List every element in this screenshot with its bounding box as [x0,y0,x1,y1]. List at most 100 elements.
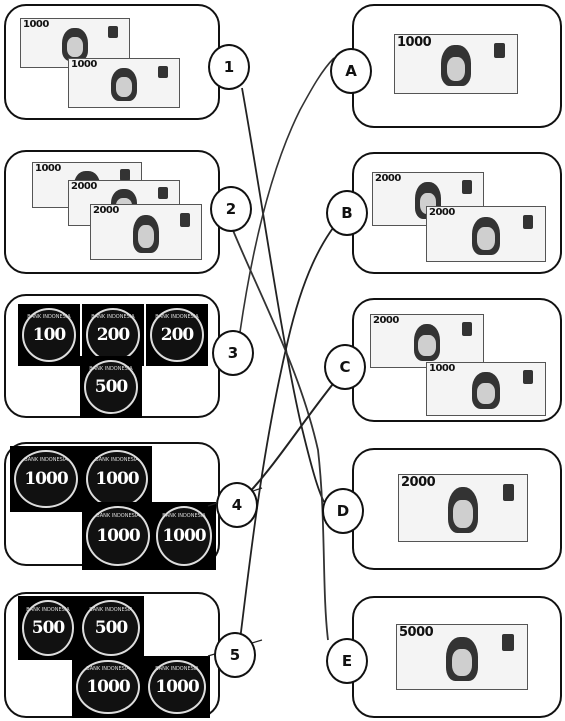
portrait-icon [441,45,470,86]
banknote: 2000 [398,474,528,542]
emblem-icon [494,43,505,58]
connection-line-4-c [246,368,346,496]
coin-text: BANK INDONESIA [152,314,203,320]
letter-badge-b[interactable]: B [326,190,368,236]
coin: BANK INDONESIA500 [18,596,78,660]
coin-value: 1000 [86,677,129,697]
coin: BANK INDONESIA 100 [18,304,80,366]
banknote-value: 1000 [23,19,49,30]
coin: BANK INDONESIA 1000 [144,656,210,718]
coin-text: BANK INDONESIA [158,513,210,519]
coin-value: 200 [97,325,130,345]
banknote-value: 2000 [71,181,97,192]
number-badge-1[interactable]: 1 [208,44,250,90]
portrait-icon [133,215,159,253]
coin-value: 1000 [95,469,138,489]
emblem-icon [120,169,130,180]
banknote-value: 2000 [401,475,435,490]
banknote-value: 1000 [35,163,61,174]
coin: BANK INDONESIA500 [78,596,144,660]
letter-label: D [337,502,349,520]
letter-label: B [341,204,352,222]
letter-badge-d[interactable]: D [322,488,364,534]
portrait-icon [472,372,500,408]
coin-text: BANK INDONESIA [16,457,75,463]
coin: BANK INDONESIA 1000 [152,502,216,570]
coin: BANK INDONESIA 1000 [72,656,144,718]
number-badge-5[interactable]: 5 [214,632,256,678]
connection-line-2-e [232,228,328,640]
coin-value: 200 [161,325,194,345]
coin-text: BANK INDONESIA [86,366,137,372]
letter-label: A [345,62,357,80]
right-card-c: 2000 1000 [352,298,562,422]
connection-line-5-b [240,212,346,640]
letter-label: E [342,652,352,670]
number-badge-3[interactable]: 3 [212,330,254,376]
coin: BANK INDONESIA 200 [146,304,208,366]
portrait-icon [62,28,88,62]
letter-label: C [339,358,350,376]
emblem-icon [462,322,472,336]
coin-text: BANK INDONESIA [24,607,73,613]
banknote: 1000 [68,58,180,108]
coin-text: BANK INDONESIA [24,314,75,320]
coin-text: BANK INDONESIA [84,607,138,613]
number-label: 1 [224,58,234,76]
emblem-icon [158,187,168,198]
right-card-a: 1000 [352,4,562,128]
emblem-icon [523,215,534,229]
banknote-value: 1000 [71,59,97,70]
left-card-3: BANK INDONESIA 100 BANK INDONESIA 200 BANK… [4,294,220,418]
coin-text: BANK INDONESIA [88,513,147,519]
connection-line-1-d [242,88,324,502]
number-label: 4 [232,496,242,514]
letter-badge-a[interactable]: A [330,48,372,94]
banknote: 1000 [394,34,518,94]
left-card-1: 1000 1000 [4,4,220,120]
emblem-icon [502,634,514,651]
banknote: 2000 [90,204,202,260]
coin-text: BANK INDONESIA [88,457,146,463]
right-card-b: 2000 2000 [352,152,562,274]
banknote: 2000 [370,314,484,368]
coin-value: 1000 [162,526,205,546]
right-card-d: 2000 [352,448,562,570]
coin-value: 100 [33,325,66,345]
right-card-e: 5000 [352,596,562,718]
banknote-value: 2000 [429,207,455,218]
banknote-value: 2000 [375,173,401,184]
portrait-icon [414,324,441,360]
emblem-icon [503,484,515,501]
banknote-value: 2000 [373,315,399,326]
emblem-icon [158,66,168,78]
left-card-2: 1000 2000 2000 [4,150,220,274]
coin-text: BANK INDONESIA [78,666,137,672]
number-badge-4[interactable]: 4 [216,482,258,528]
connection-line-3-a [240,58,334,332]
banknote-value: 5000 [399,625,433,640]
coin-value: 1000 [155,677,198,697]
letter-badge-c[interactable]: C [324,344,366,390]
coin-value: 500 [95,377,128,397]
number-badge-2[interactable]: 2 [210,186,252,232]
banknote-value: 2000 [93,205,119,216]
coin-text: BANK INDONESIA [88,314,139,320]
banknote-value: 1000 [429,363,455,374]
portrait-icon [472,217,500,255]
portrait-icon [111,68,137,102]
emblem-icon [462,180,472,194]
number-label: 5 [230,646,240,664]
banknote-value: 1000 [397,35,431,50]
emblem-icon [108,26,118,38]
emblem-icon [180,213,190,227]
number-label: 2 [226,200,236,218]
letter-badge-e[interactable]: E [326,638,368,684]
coin-text: BANK INDONESIA [150,666,204,672]
portrait-icon [448,487,479,533]
banknote: 5000 [396,624,528,690]
emblem-icon [523,370,534,384]
